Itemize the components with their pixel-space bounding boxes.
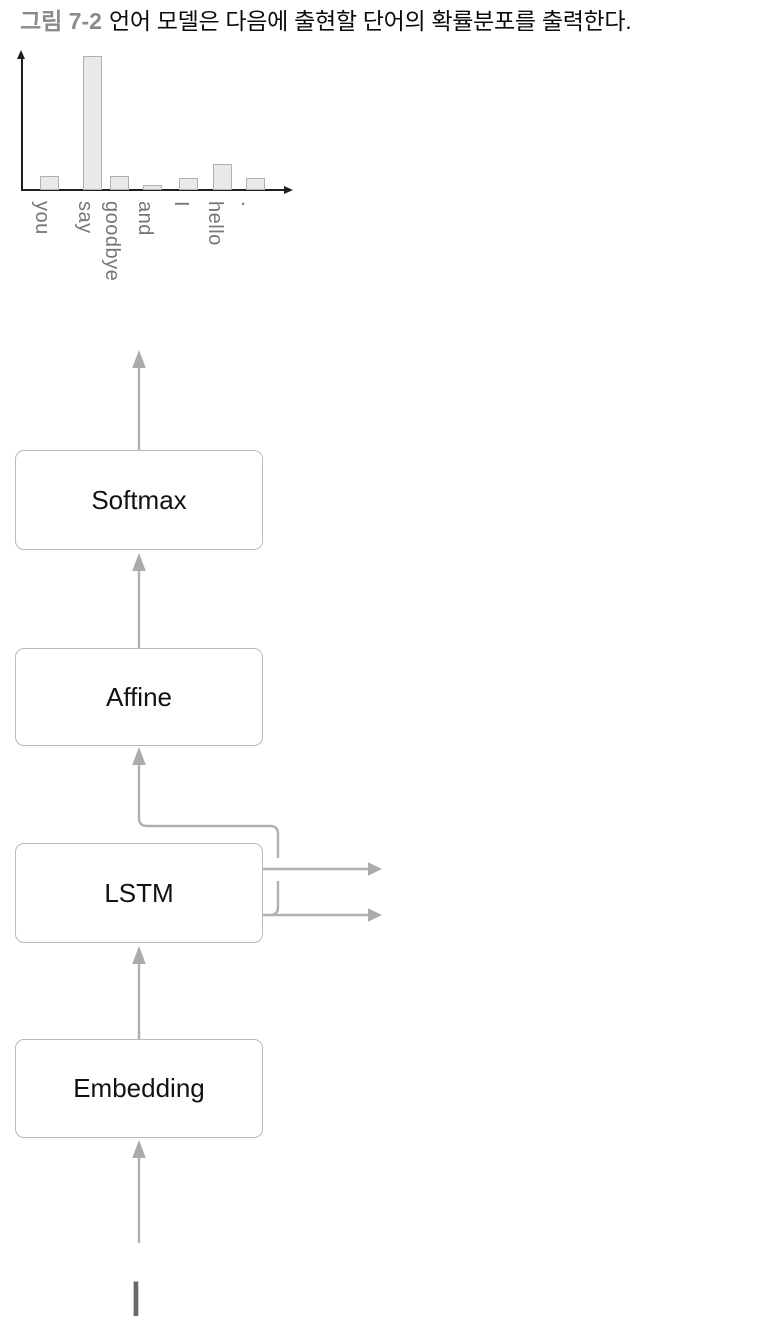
layer-box-softmax: Softmax (15, 450, 263, 550)
up-arrowhead-icon (132, 747, 146, 765)
x-axis-arrowhead-icon (284, 185, 293, 194)
layer-label: Embedding (73, 1073, 205, 1103)
layer-label: Softmax (91, 484, 187, 515)
layer-box-affine: Affine (15, 648, 263, 746)
layer-box-lstm: LSTM (15, 843, 263, 943)
bar-you (40, 176, 60, 190)
bar-say (83, 56, 103, 190)
bar-label-hello: hello (204, 201, 226, 246)
layer-label: LSTM (104, 877, 174, 908)
bar-label-I: I (170, 201, 192, 208)
bar-. (246, 178, 266, 190)
y-axis (21, 54, 23, 191)
up-arrowhead-icon (132, 350, 146, 368)
up-arrowhead-icon (132, 946, 146, 964)
bar-and (143, 185, 163, 190)
right-arrowhead-icon (368, 862, 382, 876)
bar-I (179, 178, 199, 190)
bar-label-say: say (74, 201, 96, 234)
figure-caption-text: 언어 모델은 다음에 출현할 단어의 확률분포를 출력한다. (108, 8, 632, 34)
bar-chart-plot (21, 55, 293, 190)
bar-label-goodbye: goodbye (101, 201, 123, 282)
figure-caption-tag: 그림 7-2 (20, 8, 102, 34)
bar-label-.: . (237, 201, 259, 208)
bar-label-and: and (134, 201, 156, 236)
layer-label: Affine (105, 681, 172, 712)
bar-label-you: you (31, 201, 53, 235)
up-arrowhead-icon (132, 553, 146, 571)
up-arrowhead-icon (132, 1140, 146, 1158)
bar-hello (213, 164, 233, 190)
bar-goodbye (110, 176, 130, 190)
right-arrowhead-icon (368, 908, 382, 922)
input-word: I (129, 1271, 143, 1327)
layer-box-embedding: Embedding (15, 1039, 263, 1138)
